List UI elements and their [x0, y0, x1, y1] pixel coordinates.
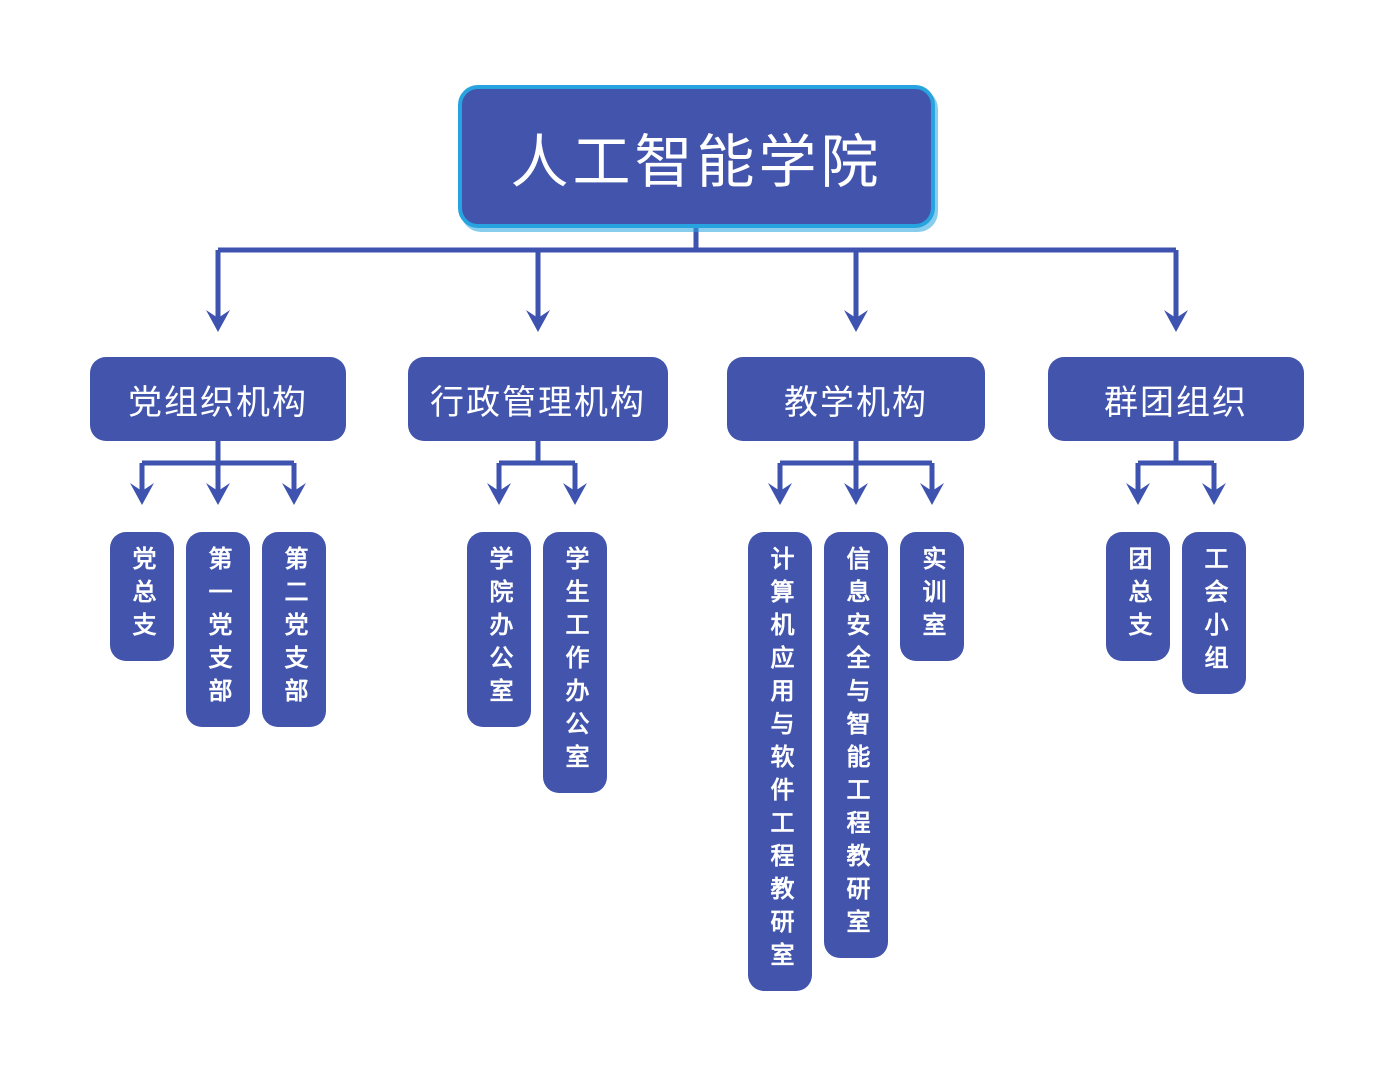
node-root: 人工智能学院	[458, 85, 935, 228]
node-union-group: 工会小组	[1182, 532, 1246, 694]
node-party-general-branch: 党总支	[110, 532, 174, 661]
node-teaching-org: 教学机构	[727, 357, 985, 441]
node-computer-software-teaching-office: 计算机应用与软件工程教研室	[748, 532, 812, 991]
node-second-party-branch: 第二党支部	[262, 532, 326, 727]
node-first-party-branch: 第一党支部	[186, 532, 250, 727]
node-youth-league-branch: 团总支	[1106, 532, 1170, 661]
node-student-affairs-office: 学生工作办公室	[543, 532, 607, 793]
root-label: 人工智能学院	[510, 127, 883, 196]
node-mass-org: 群团组织	[1048, 357, 1304, 441]
node-training-room: 实训室	[900, 532, 964, 661]
connector-strokes	[139, 226, 1217, 493]
arrowheads	[130, 310, 1226, 505]
node-college-office: 学院办公室	[467, 532, 531, 727]
node-admin-org: 行政管理机构	[408, 357, 668, 441]
node-party-org: 党组织机构	[90, 357, 346, 441]
node-infosec-intelligent-teaching-office: 信息安全与智能工程教研室	[824, 532, 888, 958]
